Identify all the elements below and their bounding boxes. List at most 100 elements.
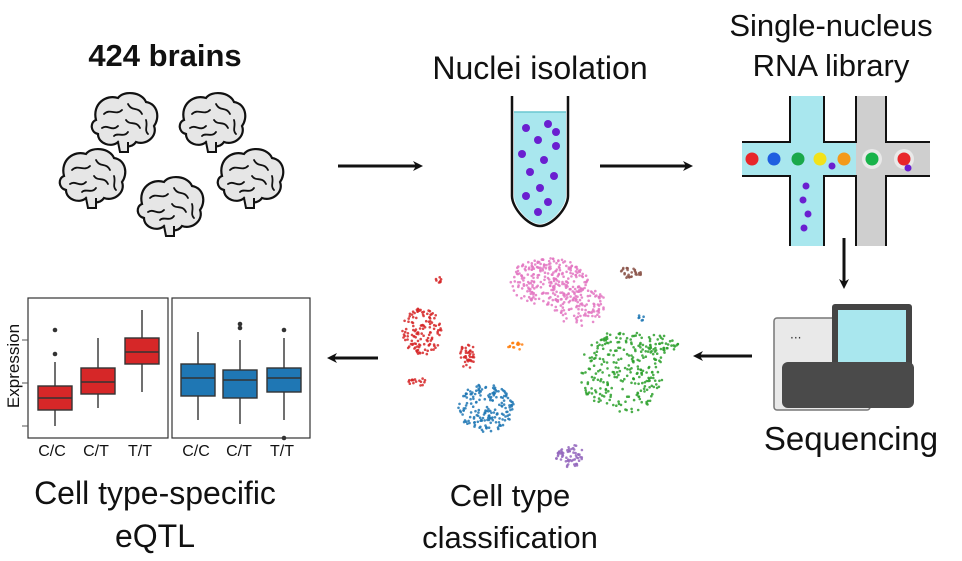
umap-point bbox=[660, 378, 664, 382]
umap-point bbox=[624, 340, 628, 344]
umap-point bbox=[483, 397, 487, 401]
umap-point bbox=[605, 402, 609, 405]
umap-point bbox=[602, 306, 605, 309]
umap-point bbox=[562, 320, 566, 323]
umap-point bbox=[648, 337, 652, 341]
umap-point bbox=[550, 303, 554, 307]
umap-point bbox=[607, 374, 611, 377]
umap-point bbox=[505, 393, 508, 397]
umap-point bbox=[594, 372, 598, 375]
umap-point bbox=[464, 346, 468, 350]
umap-point bbox=[653, 379, 657, 383]
umap-point bbox=[599, 299, 602, 303]
umap-point bbox=[495, 395, 498, 399]
umap-point bbox=[551, 285, 555, 288]
umap-point bbox=[526, 280, 530, 284]
umap-point bbox=[494, 388, 498, 392]
umap-point bbox=[526, 290, 529, 293]
umap-point bbox=[477, 388, 481, 392]
umap-point bbox=[404, 327, 408, 331]
umap-point bbox=[604, 391, 608, 394]
umap-point bbox=[640, 373, 644, 376]
umap-point bbox=[479, 394, 482, 397]
umap-point bbox=[676, 342, 680, 346]
umap-point bbox=[591, 308, 595, 311]
umap-point bbox=[516, 341, 520, 345]
nucleus-dot bbox=[544, 120, 552, 128]
umap-point bbox=[566, 448, 569, 452]
umap-point bbox=[520, 287, 524, 290]
umap-point bbox=[584, 308, 587, 312]
umap-point bbox=[406, 338, 409, 341]
umap-point bbox=[575, 320, 578, 324]
umap-point bbox=[581, 287, 585, 291]
umap-point bbox=[568, 287, 572, 291]
umap-point bbox=[579, 289, 583, 293]
umap-point bbox=[517, 265, 520, 268]
nucleus-dot bbox=[518, 150, 526, 158]
umap-point bbox=[637, 395, 640, 398]
umap-point bbox=[590, 392, 594, 395]
umap-point bbox=[630, 381, 633, 385]
umap-point bbox=[496, 426, 500, 429]
nucleus-dot bbox=[550, 172, 558, 180]
umap-point bbox=[641, 343, 645, 347]
umap-point bbox=[625, 352, 629, 356]
umap-point bbox=[459, 356, 463, 359]
umap-point bbox=[468, 415, 472, 419]
umap-point bbox=[565, 317, 568, 320]
umap-point bbox=[563, 282, 566, 286]
umap-point bbox=[634, 349, 637, 353]
umap-point bbox=[649, 346, 652, 350]
umap-point bbox=[584, 389, 587, 392]
umap-point bbox=[426, 312, 429, 316]
umap-point bbox=[576, 456, 580, 460]
umap-point bbox=[490, 411, 493, 415]
umap-point bbox=[576, 295, 579, 299]
boxplot-box bbox=[266, 367, 302, 393]
umap-point bbox=[466, 388, 470, 392]
nuclei-tube bbox=[510, 96, 570, 228]
umap-point bbox=[460, 347, 464, 351]
umap-point bbox=[631, 334, 634, 338]
umap-point bbox=[593, 303, 596, 306]
umap-point bbox=[592, 364, 596, 368]
umap-point bbox=[619, 270, 623, 273]
umap-point bbox=[532, 281, 536, 284]
umap-point bbox=[458, 402, 461, 406]
umap-point bbox=[516, 281, 520, 284]
brains-group bbox=[58, 91, 285, 238]
umap-point bbox=[491, 418, 495, 422]
umap-point bbox=[587, 311, 591, 314]
umap-point bbox=[590, 359, 593, 362]
umap-point bbox=[503, 394, 506, 398]
library-title-line2: RNA library bbox=[752, 48, 910, 83]
umap-point bbox=[533, 287, 536, 290]
umap-point bbox=[465, 396, 469, 399]
umap-point bbox=[526, 299, 529, 303]
umap-point bbox=[408, 314, 412, 318]
umap-point bbox=[565, 465, 569, 469]
umap-point bbox=[534, 293, 538, 297]
umap-point bbox=[574, 317, 578, 320]
umap-point bbox=[428, 322, 432, 326]
umap-point bbox=[634, 273, 637, 276]
umap-point bbox=[583, 280, 586, 284]
umap-point bbox=[489, 398, 492, 402]
umap-point bbox=[478, 384, 481, 388]
umap-point bbox=[615, 361, 618, 365]
nuclei-isolation-title: Nuclei isolation bbox=[432, 50, 648, 86]
umap-point bbox=[537, 273, 541, 277]
umap-point bbox=[647, 365, 651, 369]
umap-point bbox=[645, 388, 649, 392]
umap-point bbox=[600, 295, 603, 298]
umap-point bbox=[615, 336, 618, 340]
umap-point bbox=[577, 307, 580, 311]
umap-point bbox=[466, 422, 469, 426]
umap-point bbox=[632, 346, 635, 349]
umap-point bbox=[605, 361, 609, 364]
umap-point bbox=[528, 289, 532, 293]
umap-point bbox=[652, 348, 655, 351]
umap-point bbox=[625, 266, 629, 270]
umap-point bbox=[645, 379, 648, 383]
